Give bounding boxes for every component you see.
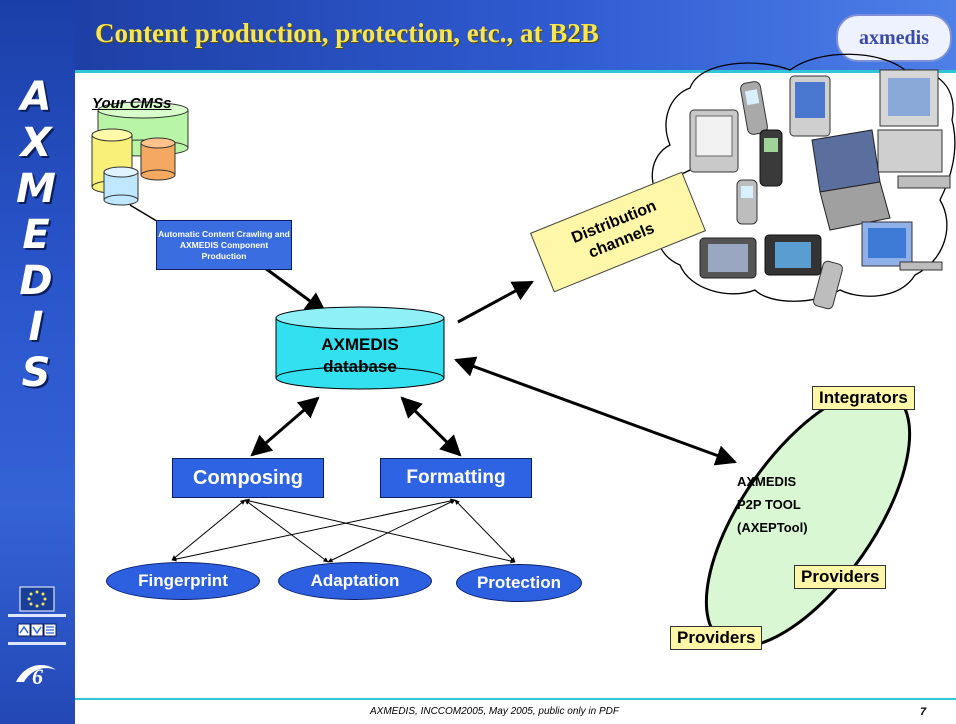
protection-node: Protection xyxy=(456,564,582,602)
crawl-box: Automatic Content Crawling and AXMEDIS C… xyxy=(156,220,292,270)
database-label-line-2: database xyxy=(323,357,397,376)
footer-text: AXMEDIS, INCCOM2005, May 2005, public on… xyxy=(370,706,619,717)
fingerprint-node: Fingerprint xyxy=(106,562,260,600)
ist-logo-icon xyxy=(8,623,66,645)
phone-icon xyxy=(813,260,843,310)
fp6-logo-icon: 6 xyxy=(16,664,56,689)
header-bar xyxy=(75,0,956,70)
logo-text: axmedis xyxy=(859,26,929,49)
providers-label-bottom: Providers xyxy=(670,626,763,650)
phone-icon xyxy=(740,81,768,135)
p2p-line-1: AXMEDIS xyxy=(737,474,797,489)
composing-node: Composing xyxy=(172,458,324,498)
page-number: 7 xyxy=(920,706,927,718)
sidebar-letter: S xyxy=(21,350,51,396)
axmedis-logo: axmedis xyxy=(836,14,952,62)
svg-text:6: 6 xyxy=(32,664,43,689)
media-player-icon xyxy=(699,237,757,279)
axmedis-database-icon xyxy=(275,306,445,390)
sidebar-letter: M xyxy=(16,166,56,212)
cms-label: Your CMSs xyxy=(92,95,172,112)
p2p-line-2: P2P TOOL xyxy=(737,497,801,512)
providers-label-right: Providers xyxy=(794,565,887,589)
phone-icon xyxy=(759,129,783,187)
pocket-pc-icon xyxy=(789,75,831,137)
media-player-icon xyxy=(764,234,822,276)
tool-connections xyxy=(171,498,516,564)
monitor-icon xyxy=(861,221,943,271)
sidebar-letter: I xyxy=(28,304,44,350)
adaptation-node: Adaptation xyxy=(278,562,432,600)
sidebar-letter: E xyxy=(22,212,50,258)
integrators-label: Integrators xyxy=(812,386,915,410)
pda-icon xyxy=(689,109,739,173)
sidebar-letter: X xyxy=(20,120,52,166)
arrow-crawl-to-database xyxy=(264,266,327,314)
cms-database-icon xyxy=(91,101,189,206)
header-divider xyxy=(75,70,956,73)
sidebar-letter: D xyxy=(19,258,53,304)
formatting-node: Formatting xyxy=(380,458,532,498)
arrow-database-formatting xyxy=(400,396,462,457)
arrow-database-composing xyxy=(250,396,320,457)
laptop-icon xyxy=(811,129,891,231)
desktop-computer-icon xyxy=(877,69,951,189)
p2p-tool-label: AXMEDIS P2P TOOL (AXEPTool) xyxy=(737,470,808,539)
sidebar: A X M E D I S 6 xyxy=(0,0,75,724)
page-title: Content production, protection, etc., at… xyxy=(95,18,599,48)
sidebar-letter: A xyxy=(20,74,52,120)
database-label-line-1: AXMEDIS xyxy=(321,335,399,354)
database-label: AXMEDIS database xyxy=(290,334,430,378)
footer-divider xyxy=(75,698,956,700)
phone-icon xyxy=(736,179,758,225)
arrow-database-p2p xyxy=(454,356,737,466)
arrow-database-distribution xyxy=(457,280,534,324)
eu-flag-icon xyxy=(8,586,66,617)
p2p-line-3: (AXEPTool) xyxy=(737,520,808,535)
